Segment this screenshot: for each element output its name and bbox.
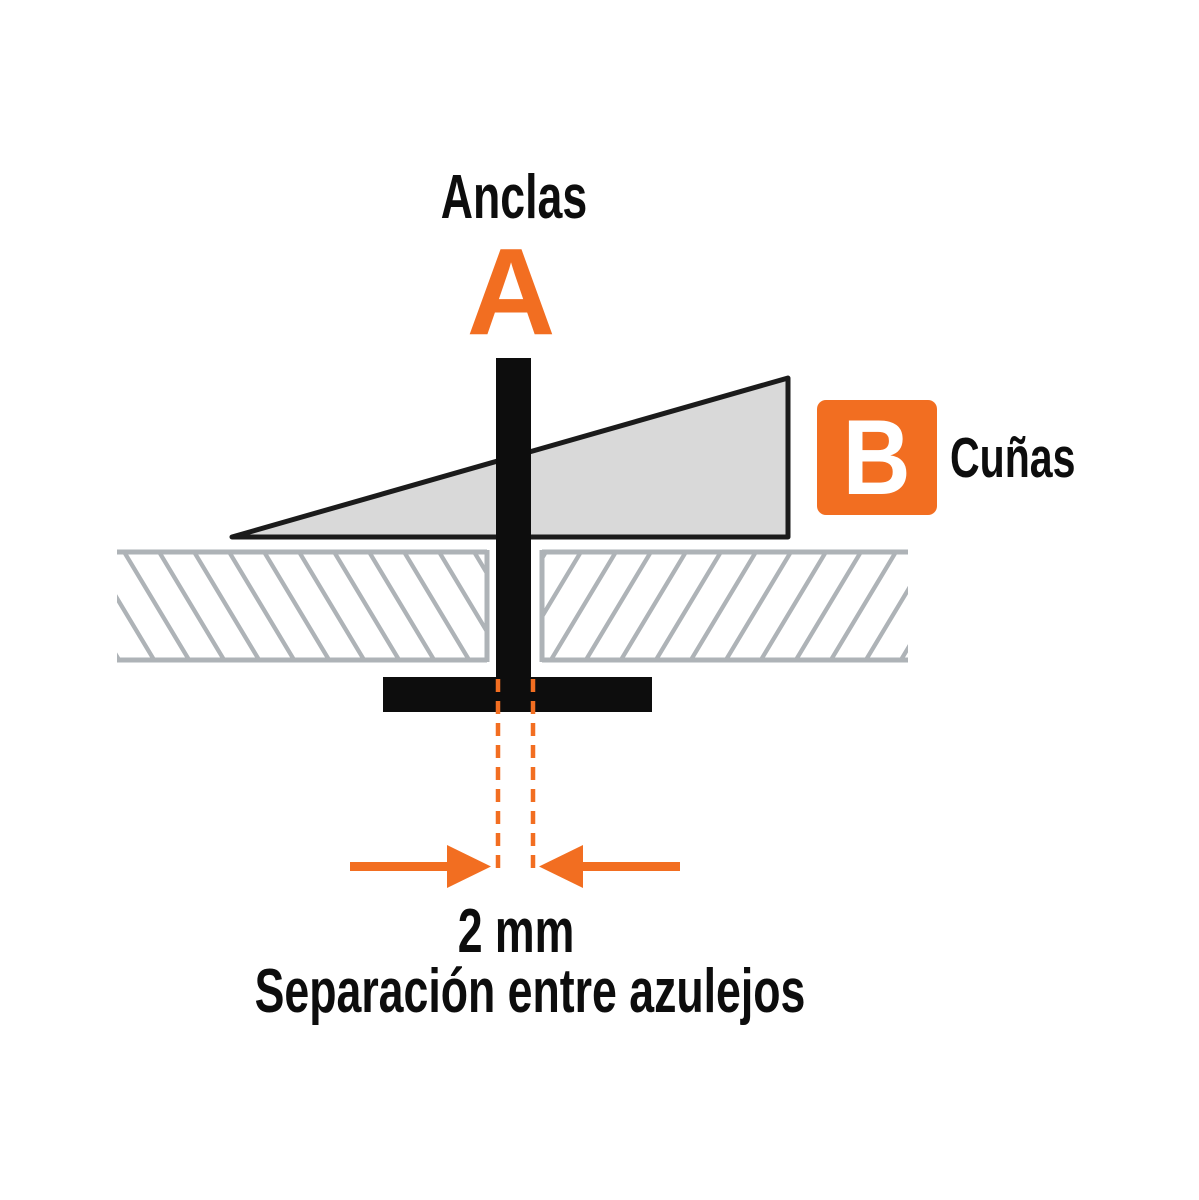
gap-caption-label: Separación entre azulejos [254, 957, 806, 1026]
anchors-title: Anclas [440, 163, 588, 232]
spacer-stem [496, 358, 531, 712]
tile-right [539, 549, 908, 663]
gap-value-label: 2 mm [457, 897, 575, 966]
spacer-cross-section [383, 358, 652, 712]
tile-left [117, 549, 490, 663]
wedges-title: Cuñas [950, 426, 1076, 490]
anchor-letter-a: A [466, 224, 556, 361]
spacer-base [383, 677, 652, 712]
wedge-letter-badge: B [817, 400, 937, 515]
dimension-arrow-right-icon [350, 845, 491, 888]
dimension-arrow-left-icon [539, 845, 680, 888]
wedge-letter-b: B [842, 397, 912, 517]
gap-dashed-lines [495, 679, 536, 872]
